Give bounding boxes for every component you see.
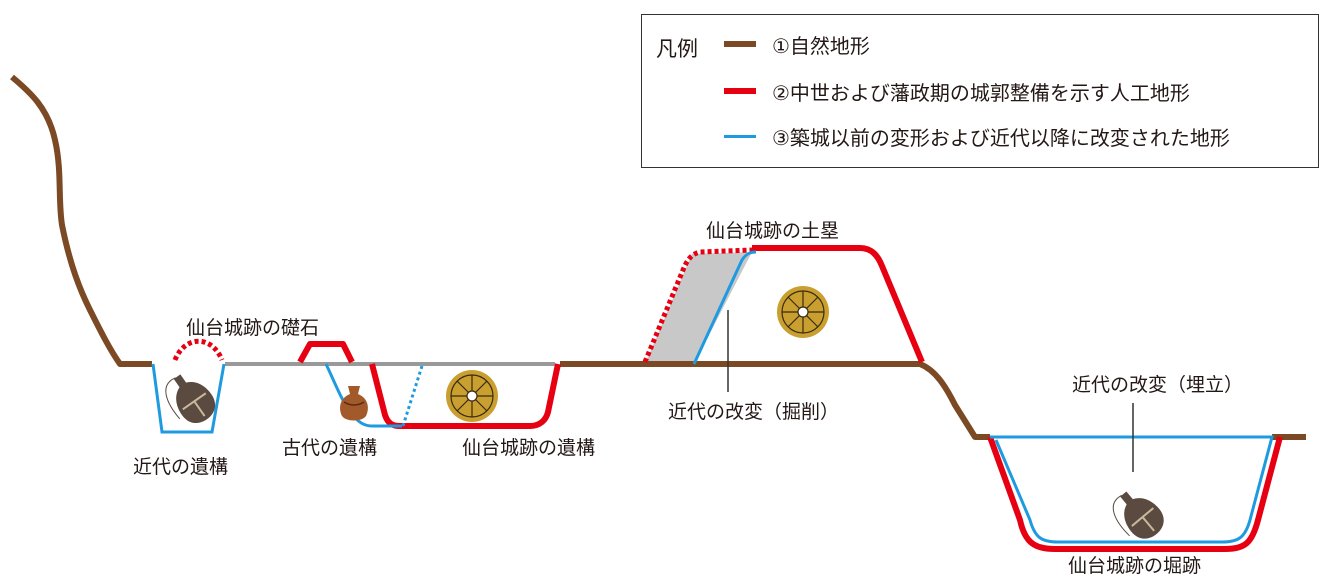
- legend-label: ①自然地形: [772, 33, 870, 58]
- legend-swatch-modern: [724, 134, 756, 138]
- moat-outline: [987, 435, 1283, 552]
- legend-label: ③築城以前の変形および近代以降に改変された地形: [772, 125, 1230, 150]
- landfill-moat-outline: [990, 435, 1274, 544]
- bottle-icon: [1112, 491, 1164, 539]
- modern-remains-pit: [151, 363, 226, 434]
- legend-item-natural: ①自然地形: [724, 29, 870, 59]
- legend-title: 凡例: [656, 37, 698, 61]
- label-modern-landfill: 近代の改変（埋立）: [1072, 374, 1244, 396]
- label-foundation-stone: 仙台城跡の礎石: [186, 317, 320, 339]
- label-ancient-remains: 古代の遺構: [282, 437, 378, 459]
- label-earthwork: 仙台城跡の土塁: [706, 220, 840, 242]
- legend-label: ②中世および藩政期の城郭整備を示す人工地形: [772, 80, 1190, 105]
- label-modern-remains: 近代の遺構: [133, 456, 229, 478]
- ancient-remains-dashed: [401, 365, 424, 427]
- natural-terrain-mid: [560, 361, 990, 440]
- label-sendai-remains: 仙台城跡の遺構: [462, 437, 596, 459]
- legend-item-artificial: ②中世および藩政期の城郭整備を示す人工地形: [724, 76, 1190, 106]
- legend-swatch-artificial: [724, 88, 756, 94]
- roof-tile-icon: [777, 286, 829, 338]
- roof-tile-icon: [446, 370, 498, 422]
- excavation-cut: [692, 250, 757, 365]
- small-mound: [297, 341, 355, 364]
- legend-box: 凡例 ①自然地形 ②中世および藩政期の城郭整備を示す人工地形 ③築城以前の変形お…: [641, 14, 1319, 168]
- legend-swatch-natural: [724, 41, 756, 47]
- label-modern-excavation: 近代の改変（掘削）: [668, 401, 840, 423]
- bottle-icon: [165, 374, 216, 424]
- legend-item-modern: ③築城以前の変形および近代以降に改変された地形: [724, 121, 1230, 151]
- foundation-stone-mound: [172, 338, 225, 362]
- earthwork-slope-dashed: [642, 247, 753, 363]
- sendai-remains-pit: [369, 363, 561, 429]
- earthwork-top: [752, 245, 925, 364]
- ancient-pot-icon: [340, 386, 368, 421]
- label-moat: 仙台城跡の堀跡: [1068, 555, 1202, 577]
- excavated-area: [645, 252, 752, 364]
- natural-terrain-cliff: [10, 74, 152, 367]
